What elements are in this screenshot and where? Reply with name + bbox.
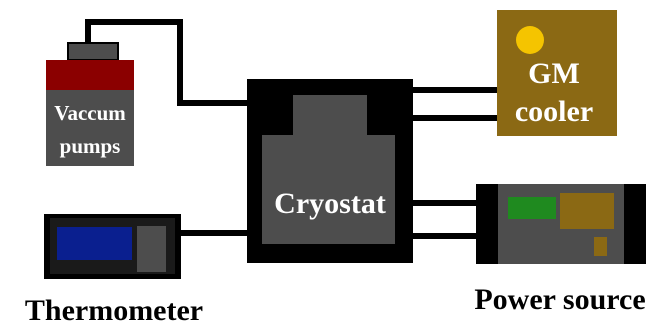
power-source: Power source xyxy=(474,184,646,316)
thermometer-label: Thermometer xyxy=(25,294,203,327)
cryostat: Cryostat xyxy=(247,79,413,263)
power-source-green-display xyxy=(508,197,556,219)
vacuum-pumps: Vaccum pumps xyxy=(46,43,134,166)
vacuum-pump-cap xyxy=(68,43,118,60)
vacuum-pumps-label-line2: pumps xyxy=(60,134,121,158)
cryostat-label: Cryostat xyxy=(274,187,386,220)
thermometer-display xyxy=(57,227,132,260)
power-source-knob xyxy=(594,237,607,256)
power-source-gold-panel xyxy=(560,193,614,229)
power-source-label: Power source xyxy=(474,283,645,316)
gm-cooler-label-line2: cooler xyxy=(515,95,593,128)
gm-cooler-indicator-light xyxy=(516,26,544,54)
thermometer-side-panel xyxy=(137,226,166,272)
vacuum-pump-top xyxy=(46,60,134,90)
gm-cooler: GM cooler xyxy=(497,10,617,136)
vacuum-pumps-label-line1: Vaccum xyxy=(54,101,126,125)
gm-cooler-label-line1: GM xyxy=(528,57,580,90)
thermometer: Thermometer xyxy=(25,214,203,327)
